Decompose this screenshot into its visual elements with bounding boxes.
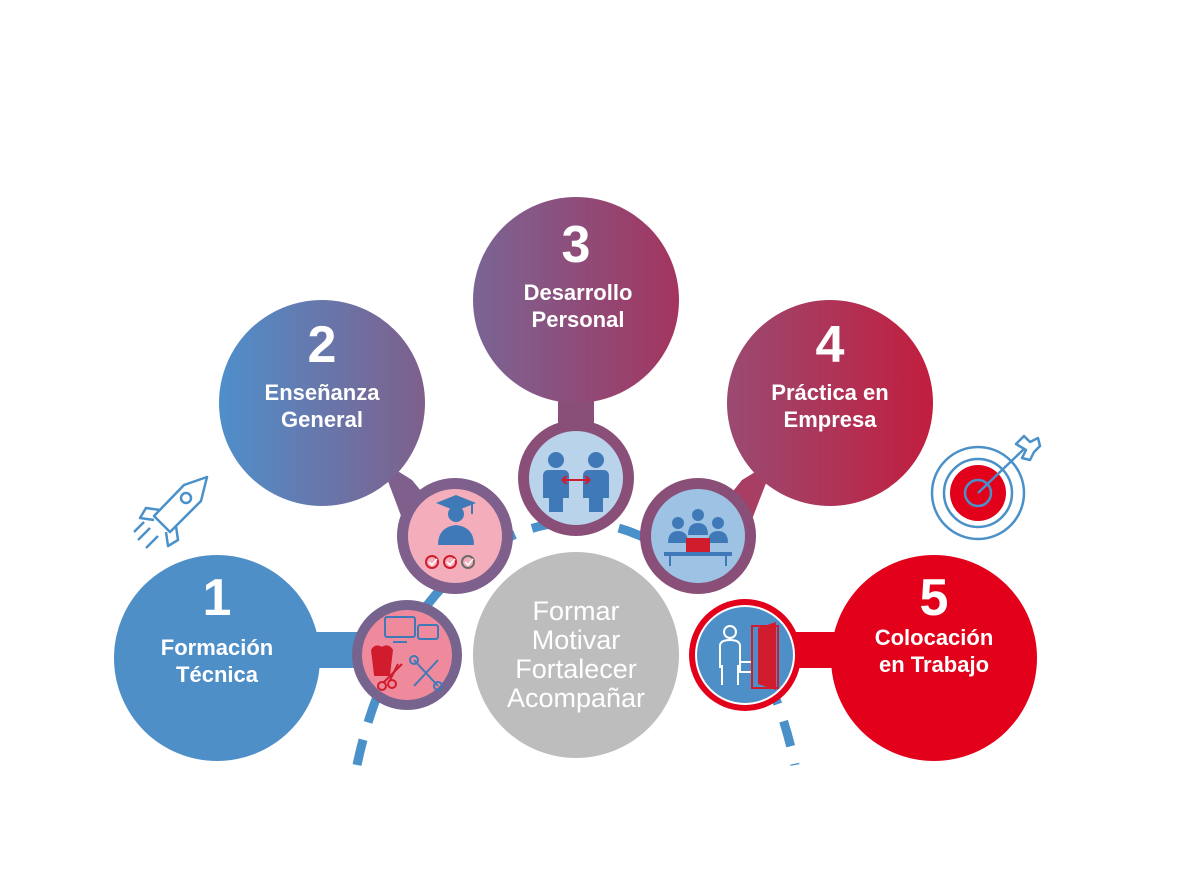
center-word-4: Acompañar [507, 683, 645, 713]
step-4-icon-bg [651, 489, 745, 583]
step-4-circle [727, 300, 933, 506]
step-3-label-line1: Desarrollo [524, 280, 633, 305]
center-circle [473, 552, 679, 758]
step-1-label-line1: Formación [161, 635, 273, 660]
tools-tailoring-computer-icon [370, 616, 443, 691]
step-3-number: 3 [562, 216, 591, 274]
step-2-circle [219, 300, 425, 506]
step-1-label-line2: Técnica [176, 662, 259, 687]
step-1-circle [114, 555, 320, 761]
step-3: 3 Desarrollo Personal [473, 197, 679, 536]
target-arrow-icon [930, 434, 1042, 541]
step-5-label-line2: en Trabajo [879, 652, 989, 677]
step-4-label-line1: Práctica en [771, 380, 888, 405]
center-word-2: Motivar [532, 625, 621, 655]
step-5-label-line1: Colocación [875, 625, 994, 650]
step-5-icon-inner-ring [695, 605, 795, 705]
center-word-3: Fortalecer [515, 654, 637, 684]
step-5: 5 Colocación en Trabajo [689, 555, 1037, 761]
step-2-number: 2 [308, 316, 337, 374]
rocket-icon [133, 475, 209, 549]
step-2-label-line1: Enseñanza [265, 380, 381, 405]
meeting-table-icon [664, 509, 732, 566]
center-word-1: Formar [533, 596, 620, 626]
step-3-circle [473, 197, 679, 403]
graduate-checklist-icon [425, 495, 476, 569]
step-4-number: 4 [816, 316, 845, 374]
step-1-number: 1 [203, 569, 232, 627]
step-5-circle [831, 555, 1037, 761]
step-2: 2 Enseñanza General [219, 300, 513, 594]
step-4-label-line2: Empresa [784, 407, 878, 432]
people-exchange-icon [543, 452, 609, 512]
step-3-label-line2: Personal [532, 307, 625, 332]
worker-exit-door-icon [719, 622, 779, 690]
step-1: 1 Formación Técnica [114, 555, 462, 761]
step-4: 4 Práctica en Empresa [640, 300, 933, 594]
step-5-number: 5 [920, 569, 949, 627]
center-hub: Formar Motivar Fortalecer Acompañar [473, 552, 679, 758]
step-2-label-line2: General [281, 407, 363, 432]
